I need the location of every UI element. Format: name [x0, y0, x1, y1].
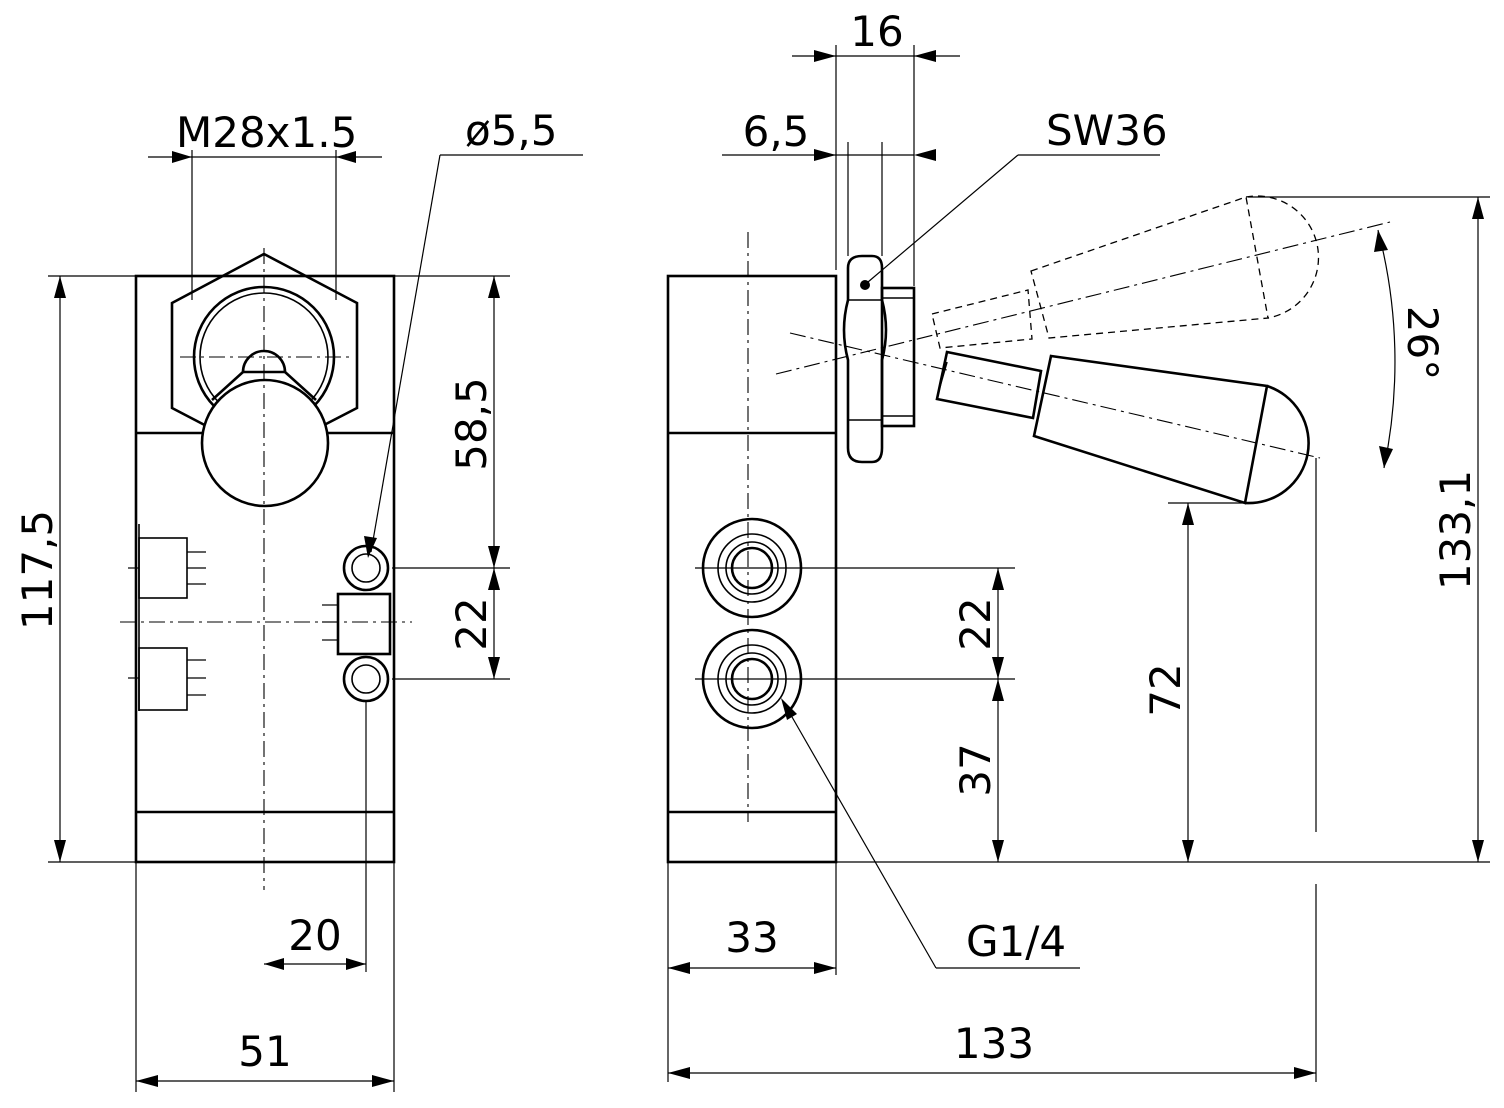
right-body [666, 274, 838, 864]
lever-phantom [931, 195, 1320, 349]
dim-flange-thickness: 6,5 [743, 107, 810, 156]
dim-lever-axis-height: 58,5 [447, 377, 496, 471]
lever-solid [935, 350, 1310, 505]
mounting-hole-lower [342, 655, 390, 703]
dim-width-overall: 51 [238, 1027, 291, 1076]
mounting-hole-upper [342, 544, 390, 592]
left-view: M28x1.5 ø5,5 117,5 58,5 22 20 [13, 106, 583, 1092]
dim-knob-height: 72 [1141, 663, 1190, 716]
nut-side [842, 254, 888, 464]
dim-body-depth: 33 [725, 913, 778, 962]
dim-nut-thickness: 16 [850, 7, 903, 56]
right-view: 16 6,5 SW36 26° 133,1 72 [666, 7, 1490, 1082]
dim-port-thread: G1/4 [966, 917, 1066, 966]
dim-port-height: 37 [951, 743, 1000, 796]
dim-wrench-size: SW36 [1046, 106, 1168, 155]
dim-port-spacing: 22 [951, 597, 1000, 650]
dim-lever-angle: 26° [1398, 306, 1447, 380]
left-body [134, 274, 396, 864]
dim-thread: M28x1.5 [176, 108, 357, 157]
dim-height-overall: 117,5 [13, 510, 62, 630]
lever-knob [200, 378, 330, 508]
dim-hole-spacing: 22 [447, 597, 496, 650]
dim-hole-diameter: ø5,5 [465, 106, 558, 155]
dim-overall-length: 133 [954, 1019, 1034, 1068]
dim-hole-offset: 20 [288, 911, 341, 960]
dim-total-height: 133,1 [1431, 470, 1480, 590]
